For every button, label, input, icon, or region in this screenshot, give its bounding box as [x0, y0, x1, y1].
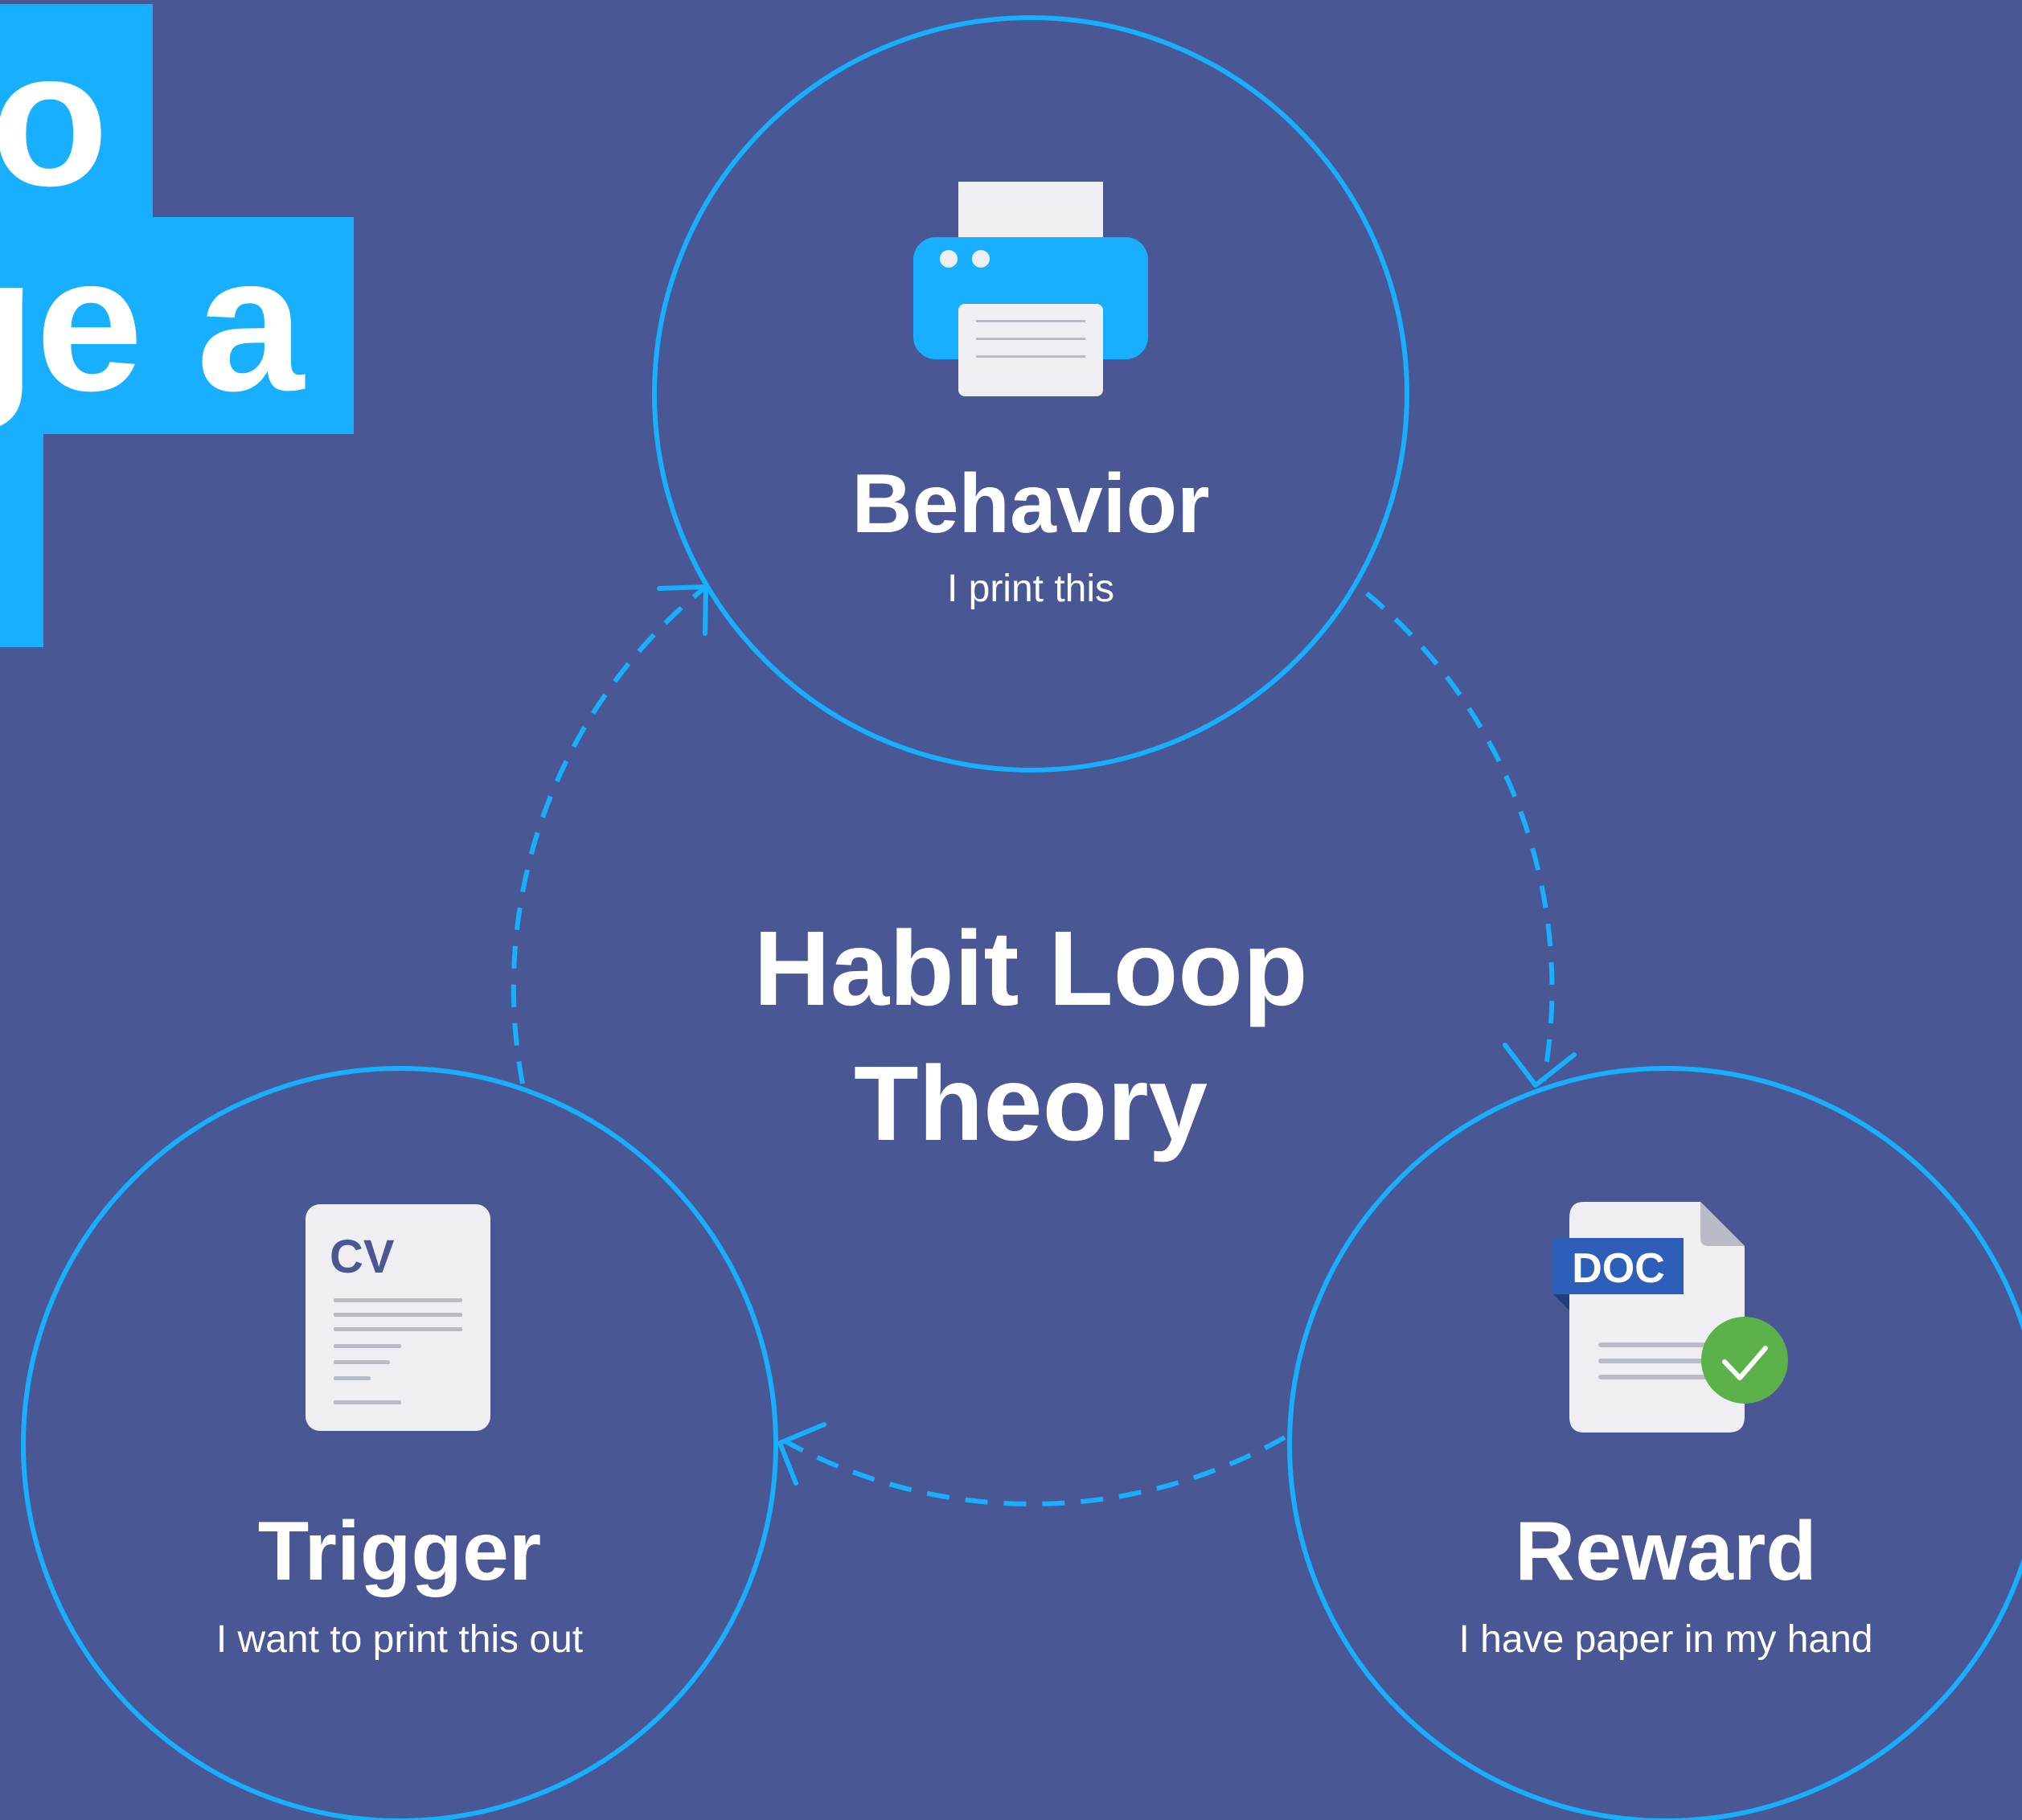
check-badge	[1701, 1317, 1788, 1404]
connector-reward-to-trigger	[782, 1435, 1286, 1506]
headline: to ge a	[0, 4, 354, 647]
doc-badge	[1553, 1238, 1684, 1294]
node-circles	[21, 15, 2022, 1820]
behavior-circle	[652, 15, 1409, 773]
cv-document-icon: CV	[306, 1204, 490, 1431]
reward-subtitle: I have paper in my hand	[1459, 1618, 1873, 1661]
behavior-title: Behavior	[851, 457, 1209, 551]
cv-label: CV	[330, 1231, 395, 1283]
doc-check-icon: DOC	[1553, 1202, 1788, 1433]
loop-arrowheads	[657, 584, 1577, 1486]
connector-behavior-to-reward	[1365, 591, 1555, 1082]
center-title-line1: Habit Loop	[753, 909, 1307, 1027]
printer-icon	[913, 182, 1148, 396]
loop-connectors	[511, 584, 1555, 1506]
trigger-subtitle: I want to print this out	[216, 1618, 583, 1661]
center-title-line2: Theory	[854, 1044, 1208, 1162]
headline-block-1	[0, 4, 153, 221]
arrowhead-reward	[1503, 1043, 1577, 1088]
trigger-circle	[21, 1066, 778, 1820]
headline-block-3	[0, 430, 43, 647]
reward-circle	[1287, 1066, 2022, 1820]
behavior-subtitle: I print this	[947, 568, 1114, 610]
headline-block-2	[0, 217, 354, 434]
trigger-title: Trigger	[258, 1505, 542, 1598]
headline-line1: to	[0, 10, 109, 226]
reward-title: Reward	[1515, 1505, 1817, 1598]
doc-label: DOC	[1572, 1245, 1665, 1292]
headline-line2: ge a	[0, 215, 306, 431]
check-icon	[1722, 1346, 1768, 1380]
arrowhead-trigger	[777, 1422, 826, 1486]
connector-trigger-to-behavior	[511, 584, 707, 1084]
